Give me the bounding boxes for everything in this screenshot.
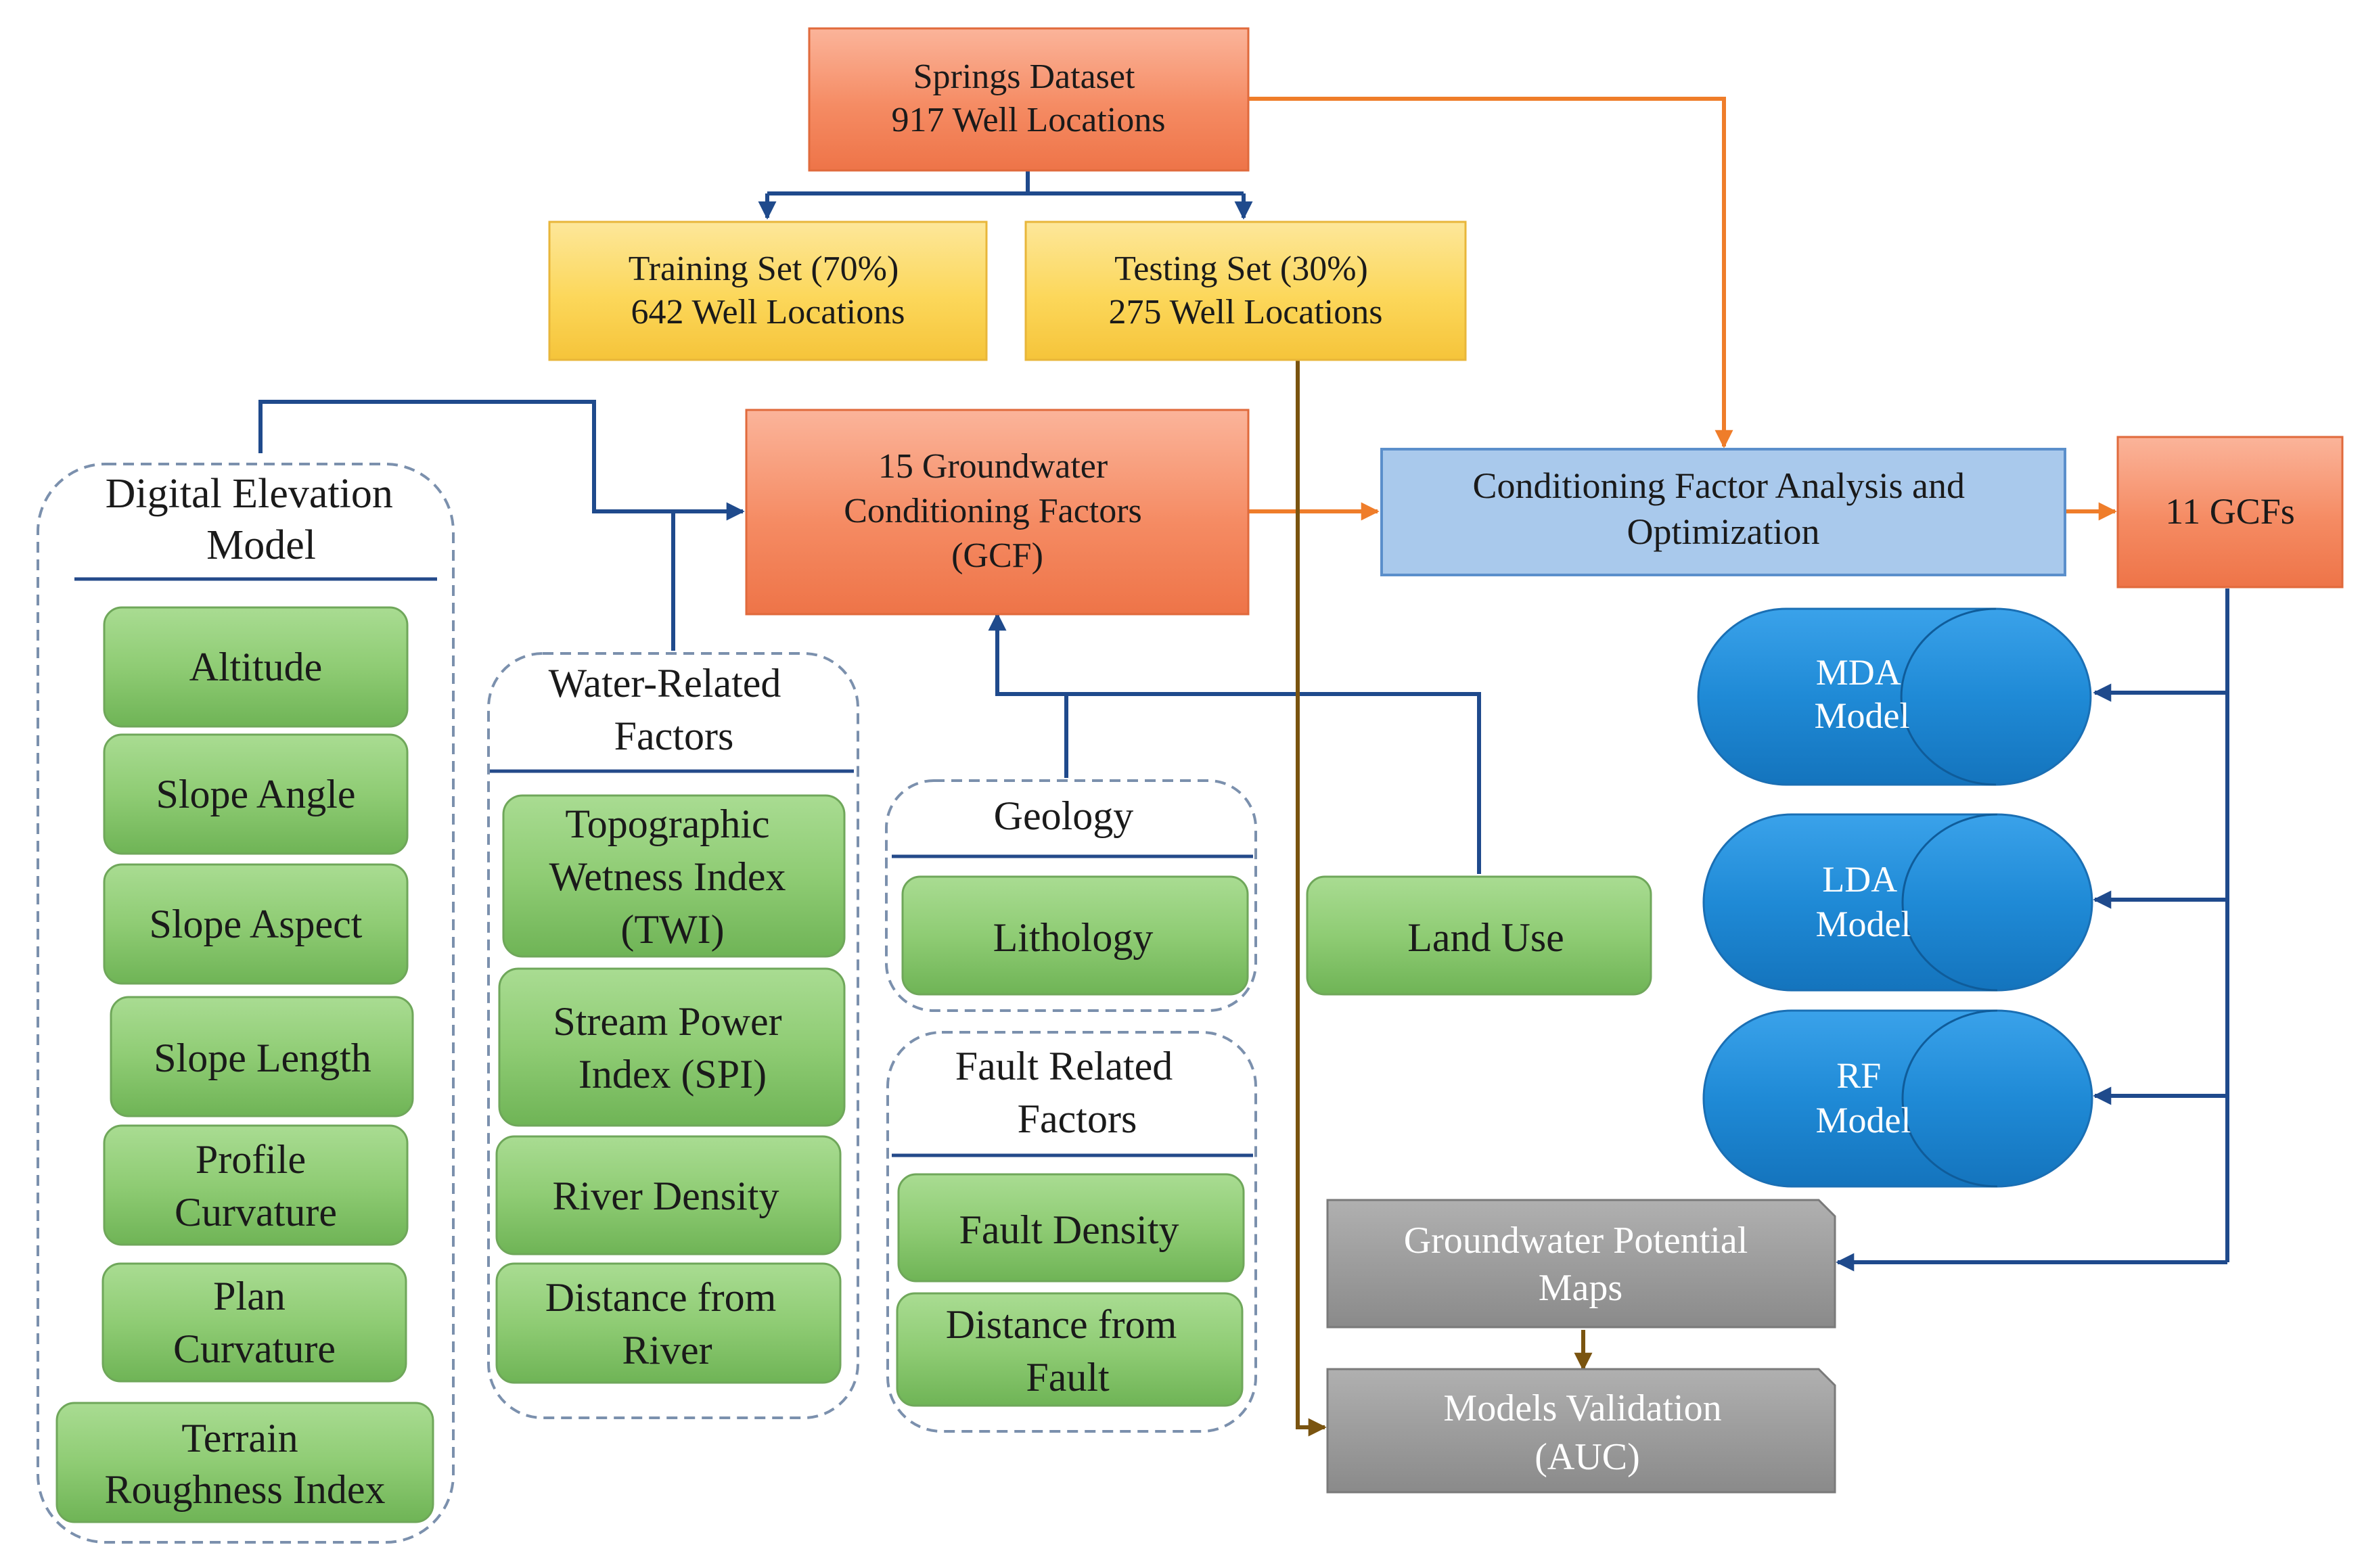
svg-text:Topographic Wetness In: Topographic Wetness Index (TWI) — [549, 802, 796, 952]
testing-line-2: 275 Well Locations — [1108, 293, 1382, 331]
gcf15-line-3: (GCF) — [951, 536, 1043, 575]
svg-text:Stream Power Index (SP: Stream Power Index (SPI) — [553, 999, 792, 1097]
arrow-springs-split — [767, 170, 1244, 195]
training-line-1: Training Set (70%) — [629, 250, 899, 288]
svg-text:Springs Dataset 917 Well: Springs Dataset 917 Well Locations — [891, 57, 1165, 139]
validation-line-1: Models Validation — [1443, 1387, 1721, 1429]
svg-text:Slope Length: Slope Length — [154, 1036, 371, 1080]
svg-text:Profile Curvature: Profile Curvature — [175, 1137, 337, 1235]
factor-fault-density: Fault Density — [897, 1173, 1245, 1283]
svg-text:Testing Set (30%) 275 We: Testing Set (30%) 275 Well Locations — [1108, 250, 1382, 331]
testing-line-1: Testing Set (30%) — [1114, 250, 1368, 288]
svg-text:Water-Related Factors: Water-Related Factors — [549, 661, 792, 758]
svg-text:Models Validation (AUC): Models Validation (AUC) — [1443, 1387, 1731, 1478]
model-mda: MDA Model — [1697, 607, 2092, 786]
dem-group: Digital Elevation Model Altitude Slope A… — [37, 463, 455, 1544]
factor-distance-from-fault: Distance from Fault — [896, 1292, 1244, 1407]
svg-text:Groundwater Potential Ma: Groundwater Potential Maps — [1404, 1220, 1758, 1309]
springs-dataset-box: Springs Dataset 917 Well Locations — [808, 27, 1250, 172]
springs-line-2: 917 Well Locations — [891, 101, 1165, 139]
factor-stream-power-index: Stream Power Index (SPI) — [498, 967, 846, 1127]
analysis-line-2: Optimization — [1627, 511, 1820, 552]
groundwater-potential-maps-box: Groundwater Potential Maps — [1326, 1199, 1836, 1329]
gw-maps-line-2: Maps — [1539, 1267, 1622, 1309]
svg-text:Distance from River: Distance from River — [545, 1275, 787, 1373]
model-lda-line-2: Model — [1816, 904, 1911, 944]
arrow-springs-to-analysis — [1248, 97, 1733, 448]
gcf15-line-1: 15 Groundwater — [878, 447, 1108, 486]
svg-text:Digital Elevation Model: Digital Elevation Model — [106, 471, 404, 568]
svg-text:Lithology: Lithology — [993, 915, 1154, 960]
testing-set-box: Testing Set (30%) 275 Well Locations — [1024, 221, 1467, 361]
factor-slope-aspect: Slope Aspect — [103, 863, 409, 985]
analysis-optimization-box: Conditioning Factor Analysis and Optimiz… — [1380, 448, 2066, 576]
groundwater-conditioning-factors-box: 15 Groundwater Conditioning Factors (GCF… — [745, 409, 1250, 616]
model-lda: LDA Model — [1702, 813, 2093, 992]
arrow-dem-to-gcf — [258, 400, 745, 521]
water-related-group: Water-Related Factors Topographic Wetnes… — [487, 652, 859, 1419]
svg-text:Distance from Fault: Distance from Fault — [946, 1302, 1187, 1400]
geology-title: Geology — [994, 793, 1134, 838]
water-title-line-2: Factors — [614, 714, 734, 758]
factor-distance-from-river: Distance from River — [495, 1262, 842, 1384]
land-use-box: Land Use — [1306, 875, 1652, 996]
fault-title-line-2: Factors — [1018, 1097, 1137, 1141]
dem-title-line-1: Digital Elevation — [106, 471, 393, 517]
factor-plan-curvature: Plan Curvature — [101, 1262, 407, 1383]
analysis-line-1: Conditioning Factor Analysis and — [1473, 465, 1965, 506]
water-title-line-1: Water-Related — [549, 661, 781, 706]
svg-text:Terrain Roughness Inde: Terrain Roughness Index — [105, 1416, 386, 1512]
svg-text:Fault Related Factors: Fault Related Factors — [955, 1044, 1183, 1141]
svg-text:Fault Density: Fault Density — [959, 1207, 1179, 1252]
model-lda-line-1: LDA — [1822, 859, 1897, 900]
factor-slope-length: Slope Length — [110, 996, 414, 1117]
svg-text:15 Groundwater Condition: 15 Groundwater Conditioning Factors (GCF… — [844, 447, 1151, 575]
land-use-label: Land Use — [1407, 915, 1564, 960]
svg-text:River Density: River Density — [553, 1174, 779, 1218]
factor-topographic-wetness-index: Topographic Wetness Index (TWI) — [502, 794, 846, 958]
svg-text:Training Set (70%) 642 W: Training Set (70%) 642 Well Locations — [629, 250, 908, 331]
models-validation-box: Models Validation (AUC) — [1326, 1368, 1836, 1494]
eleven-gcfs-label: 11 GCFs — [2165, 491, 2295, 532]
svg-text:RF Model: RF Model — [1816, 1055, 1911, 1140]
factor-lithology: Lithology — [901, 875, 1249, 996]
svg-text:MDA Model: MDA Model — [1815, 652, 1910, 736]
factor-slope-angle: Slope Angle — [103, 733, 409, 855]
eleven-gcfs-box: 11 GCFs — [2116, 436, 2344, 589]
training-line-2: 642 Well Locations — [631, 293, 905, 331]
svg-text:Slope Aspect: Slope Aspect — [150, 902, 363, 946]
model-mda-line-2: Model — [1815, 695, 1910, 736]
svg-text:LDA Model: LDA Model — [1816, 859, 1911, 944]
factor-terrain-roughness-index: Terrain Roughness Index — [55, 1402, 434, 1523]
fault-related-group: Fault Related Factors Fault Density Dist… — [886, 1031, 1257, 1433]
factor-profile-curvature: Profile Curvature — [103, 1124, 409, 1246]
fault-title-line-1: Fault Related — [955, 1044, 1173, 1088]
springs-line-1: Springs Dataset — [913, 57, 1135, 96]
gcf15-line-2: Conditioning Factors — [844, 492, 1142, 530]
connectors — [258, 97, 2229, 1437]
svg-text:Slope Angle: Slope Angle — [156, 772, 356, 816]
model-rf: RF Model — [1702, 1009, 2093, 1188]
dem-title-line-2: Model — [206, 522, 316, 568]
arrow-landuse-to-gcf — [988, 612, 1481, 874]
validation-line-2: (AUC) — [1535, 1436, 1640, 1478]
model-rf-line-2: Model — [1816, 1100, 1911, 1140]
model-mda-line-1: MDA — [1816, 652, 1901, 693]
svg-text:Conditioning Factor Analysis a: Conditioning Factor Analysis and Optimiz… — [1473, 465, 1974, 552]
training-set-box: Training Set (70%) 642 Well Locations — [548, 221, 988, 361]
factor-river-density: River Density — [495, 1135, 842, 1255]
geology-group: Geology Lithology — [885, 779, 1257, 1012]
factor-altitude: Altitude — [103, 606, 409, 728]
svg-text:Altitude: Altitude — [189, 645, 323, 689]
gw-maps-line-1: Groundwater Potential — [1404, 1220, 1748, 1262]
svg-text:Plan Curvature: Plan Curvature — [173, 1274, 336, 1371]
model-rf-line-1: RF — [1836, 1055, 1881, 1096]
arrow-testing-to-validation — [1296, 360, 1327, 1437]
